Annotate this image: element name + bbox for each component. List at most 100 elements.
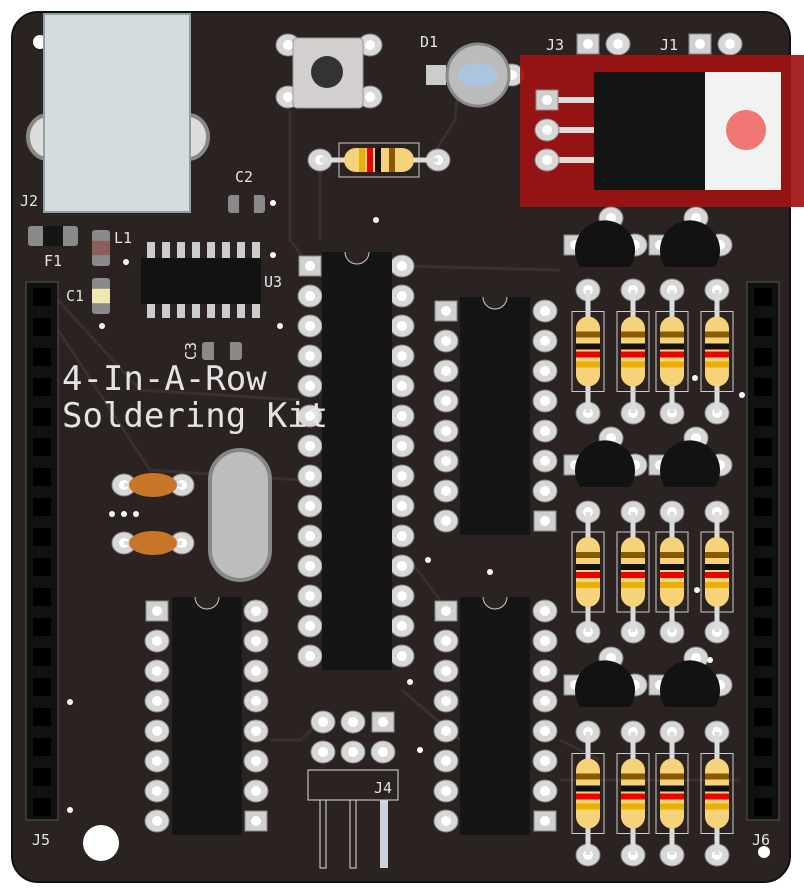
via xyxy=(109,511,115,517)
pad-hole xyxy=(441,516,451,526)
pad-hole xyxy=(152,636,162,646)
header-pin xyxy=(754,558,772,576)
via xyxy=(373,217,379,223)
mounting-hole xyxy=(83,825,119,861)
pad-hole xyxy=(441,726,451,736)
transistor-body xyxy=(660,660,720,707)
pad-hole xyxy=(583,39,593,49)
pad-hole xyxy=(441,366,451,376)
resistor-outline xyxy=(700,531,734,613)
header-pin xyxy=(33,708,51,726)
pad-hole xyxy=(397,381,407,391)
header-pin xyxy=(33,408,51,426)
resistor-band xyxy=(705,351,729,358)
via xyxy=(270,200,276,206)
header-pin xyxy=(33,648,51,666)
pad-hole xyxy=(365,92,375,102)
via xyxy=(694,587,700,593)
pad-hole xyxy=(152,606,162,616)
ic-pin xyxy=(147,242,155,258)
resistor-band xyxy=(621,552,645,558)
board-title-line2: Soldering Kit xyxy=(62,396,328,436)
resistor-outline xyxy=(616,531,650,613)
smd-body xyxy=(239,195,254,213)
pad-hole xyxy=(305,621,315,631)
pad-hole xyxy=(365,40,375,50)
header-pin xyxy=(33,528,51,546)
pad-hole xyxy=(540,486,550,496)
reg-lead xyxy=(546,97,596,103)
resistor-band xyxy=(660,785,684,792)
header-j3-j1 xyxy=(576,32,743,56)
via xyxy=(487,569,493,575)
resistor-band xyxy=(660,552,684,558)
capacitor-c1 xyxy=(92,278,110,314)
resistor xyxy=(655,720,689,867)
resistor-band xyxy=(621,331,645,338)
pad-hole xyxy=(397,501,407,511)
pad-hole xyxy=(540,756,550,766)
label-j2: J2 xyxy=(20,192,38,210)
resistor-outline xyxy=(571,531,605,613)
pad-hole xyxy=(441,456,451,466)
pad-hole xyxy=(540,426,550,436)
pad-hole xyxy=(540,606,550,616)
via xyxy=(67,699,73,705)
pad-hole xyxy=(397,411,407,421)
resistor-band xyxy=(375,148,381,172)
resistor-outline xyxy=(655,753,689,834)
led-d1 xyxy=(426,42,525,108)
pad-hole xyxy=(397,261,407,271)
pad-hole xyxy=(152,696,162,706)
resistor xyxy=(700,500,734,644)
resistor-band xyxy=(660,361,684,368)
pad-hole xyxy=(606,653,616,663)
resistor-band xyxy=(705,564,729,570)
via xyxy=(739,392,745,398)
pad-hole xyxy=(152,726,162,736)
ic-pin xyxy=(237,302,245,318)
resistor-band xyxy=(576,351,600,358)
resistor-band xyxy=(576,343,600,350)
header-pin xyxy=(33,618,51,636)
resistor-top xyxy=(307,142,451,178)
crystal xyxy=(208,448,272,582)
resistor-band xyxy=(660,793,684,800)
header-pin xyxy=(33,438,51,456)
pad-hole xyxy=(251,606,261,616)
resistor-band xyxy=(705,331,729,338)
resistor-outline xyxy=(571,753,605,834)
pad-hole xyxy=(251,726,261,736)
resistor-band xyxy=(621,572,645,578)
transistor-body xyxy=(660,440,720,487)
ic-u3 xyxy=(141,242,261,318)
resistor-band xyxy=(621,582,645,588)
pad-hole xyxy=(378,717,388,727)
ceramic-capacitor xyxy=(111,473,195,497)
ic-notch xyxy=(194,596,220,610)
header-j6 xyxy=(746,281,780,821)
header-pin xyxy=(754,618,772,636)
ic-pin xyxy=(237,242,245,258)
reg-tab-hole xyxy=(726,110,766,150)
pad-hole xyxy=(305,321,315,331)
usb-body xyxy=(43,13,191,213)
pad-hole xyxy=(251,666,261,676)
resistor-band xyxy=(621,343,645,350)
resistor-band xyxy=(576,793,600,800)
pad-hole xyxy=(378,747,388,757)
header-pin xyxy=(33,678,51,696)
header-pin xyxy=(33,288,51,306)
ic-pin xyxy=(252,302,260,318)
resistor-band xyxy=(359,148,365,172)
via xyxy=(277,323,283,329)
resistor-band xyxy=(621,803,645,810)
pad-hole xyxy=(540,396,550,406)
pad-hole xyxy=(397,561,407,571)
ic-notch xyxy=(482,296,508,310)
capacitor-c3 xyxy=(202,342,242,360)
header-pin xyxy=(33,348,51,366)
pad-hole xyxy=(397,441,407,451)
j4-pin xyxy=(380,800,388,868)
resistor-band xyxy=(621,785,645,792)
